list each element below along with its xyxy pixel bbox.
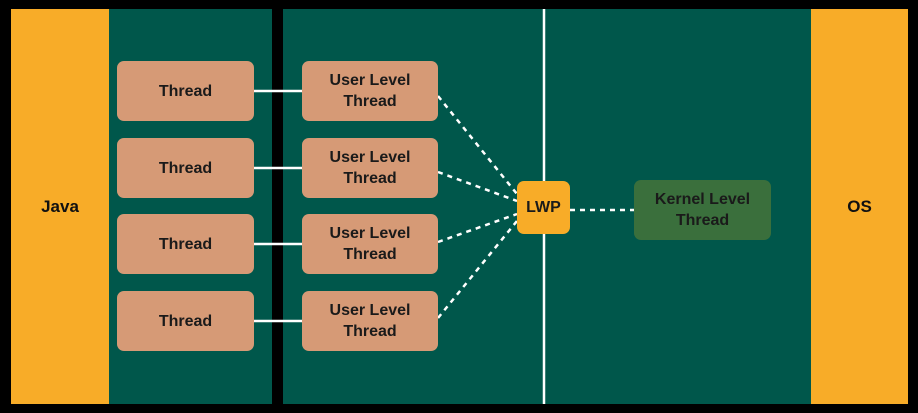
klt-label-line2: Thread <box>675 212 730 229</box>
klt-label-line1: Kernel Level <box>654 191 751 208</box>
thread-label: Thread <box>158 235 213 253</box>
ult-label-line2: Thread <box>343 246 397 263</box>
ult-lwp-link <box>437 95 518 195</box>
user-level-thread-box: User Level Thread <box>302 291 438 351</box>
lwp-box: LWP <box>517 181 570 234</box>
user-level-thread-box: User Level Thread <box>302 214 438 274</box>
java-label: Java <box>41 196 79 216</box>
os-column: OS <box>811 9 908 404</box>
ult-label-line2: Thread <box>343 323 397 340</box>
kernel-level-thread-box: Kernel Level Thread <box>634 180 771 240</box>
user-level-thread-box: User Level Thread <box>302 61 438 121</box>
ult-label-line1: User Level <box>329 72 411 89</box>
thread-label: Thread <box>158 82 213 100</box>
ult-lwp-link <box>437 170 518 203</box>
java-thread-box: Thread <box>117 291 254 351</box>
ult-lwp-link <box>437 220 518 319</box>
java-thread-box: Thread <box>117 214 254 274</box>
os-label: OS <box>847 196 872 216</box>
thread-label: Thread <box>158 159 213 177</box>
ult-lwp-link <box>437 212 518 244</box>
ult-label-line2: Thread <box>343 170 397 187</box>
thread-label: Thread <box>158 312 213 330</box>
ult-label-line1: User Level <box>329 302 411 319</box>
lwp-label: LWP <box>526 199 561 216</box>
java-thread-box: Thread <box>117 138 254 198</box>
ult-label-line2: Thread <box>343 93 397 110</box>
ult-label-line1: User Level <box>329 149 411 166</box>
ult-label-line1: User Level <box>329 225 411 242</box>
user-level-thread-box: User Level Thread <box>302 138 438 198</box>
java-column: Java <box>11 9 109 404</box>
java-thread-box: Thread <box>117 61 254 121</box>
